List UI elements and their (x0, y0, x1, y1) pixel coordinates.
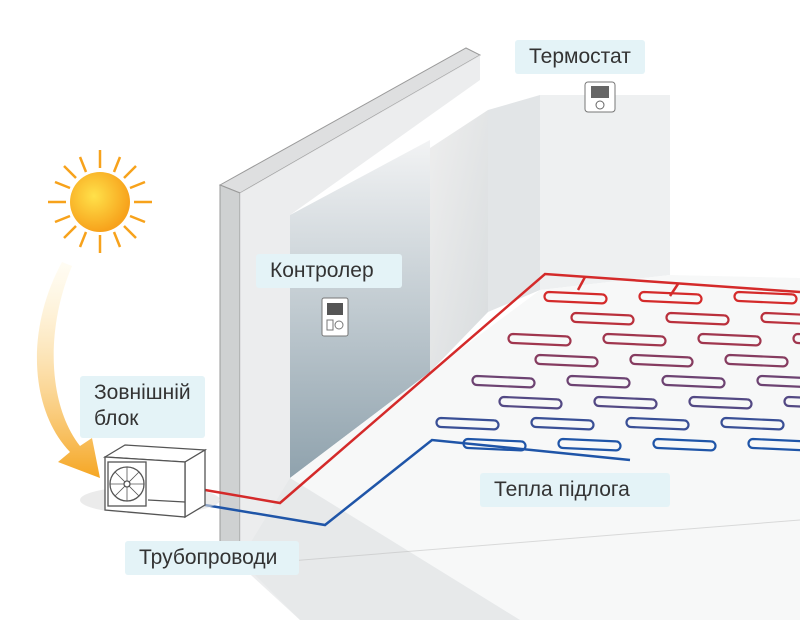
coil-loop (570, 311, 635, 326)
controller-icon (321, 297, 349, 337)
thermostat-icon (584, 81, 616, 113)
hot-pipe (204, 272, 800, 505)
coil-loop (747, 437, 800, 452)
coil-loop (566, 374, 631, 389)
coil-loop (530, 416, 595, 431)
coil-loop (724, 353, 789, 368)
coil-loop (625, 416, 690, 431)
sun-arrow (36, 262, 100, 478)
coil-loop (435, 416, 500, 431)
coil-loop (688, 395, 753, 410)
floor (290, 275, 800, 620)
coil-loop (783, 395, 800, 408)
coil-loop (665, 311, 730, 326)
outdoor-unit-icon (80, 444, 220, 519)
sun-icon (48, 150, 152, 253)
coil-loop (638, 290, 703, 305)
coil-loop (498, 395, 563, 410)
coil-loop (543, 290, 608, 305)
controller-label: Контролер (256, 254, 402, 288)
coil-loop (602, 332, 667, 347)
back-wall-right (540, 95, 670, 290)
coil-loop (534, 353, 599, 368)
coil-loop (760, 311, 800, 325)
outdoor-unit-label-line2: блок (94, 407, 139, 430)
thermostat-label: Термостат (515, 40, 645, 74)
coil-loop (593, 395, 658, 410)
coil-loop (756, 374, 800, 388)
pipelines-label: Трубопроводи (125, 541, 300, 575)
underfloor-heating-label: Тепла підлога (480, 473, 670, 507)
floor-heating-coils (435, 290, 800, 452)
coil-loop (652, 437, 717, 452)
back-wall-left (290, 140, 430, 478)
coil-loop (462, 437, 527, 452)
wall-pillar (430, 110, 488, 372)
coil-loop (557, 437, 622, 452)
coil-loop (697, 332, 762, 347)
outdoor-unit-label-line1: Зовнішній (94, 381, 191, 404)
coil-loop (629, 353, 694, 368)
coil-loop (792, 332, 800, 345)
coil-loop (661, 374, 726, 389)
coil-loop (733, 290, 798, 305)
coil-loop (471, 374, 536, 389)
outdoor-unit-label: Зовнішній блок (80, 376, 205, 438)
cold-pipe (204, 438, 631, 527)
coil-loop (720, 416, 785, 431)
coil-loop (507, 332, 572, 347)
